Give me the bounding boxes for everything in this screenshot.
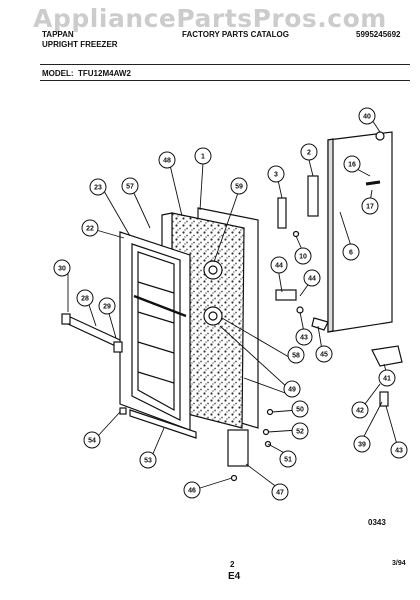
callout-16: 16: [348, 162, 356, 169]
callout-58: 53: [144, 458, 152, 465]
callout-57: 59: [235, 184, 243, 191]
callout-59: 54: [88, 438, 96, 445]
callout-6: 6: [349, 250, 353, 257]
callout-29: 29: [103, 304, 111, 311]
callout-28: 28: [81, 296, 89, 303]
callout-52: 50: [296, 407, 304, 414]
callout-49: 47: [276, 490, 284, 497]
callout-30: 30: [58, 266, 66, 273]
callout-circles: [53, 107, 408, 501]
callout-40: 40: [363, 114, 371, 121]
callout-3: 3: [274, 172, 278, 179]
callout-47: 45: [320, 352, 328, 359]
callout-17: 17: [366, 204, 374, 211]
door-foam-liner: [119, 207, 259, 439]
brand-name: TAPPAN: [42, 30, 74, 39]
callout-45: 43: [300, 335, 308, 342]
leader-lines: [67, 119, 399, 489]
section-code: E4: [228, 571, 241, 582]
callout-53: 51: [284, 457, 292, 464]
hinge-hardware: [119, 131, 403, 482]
callout-55: 57: [126, 184, 134, 191]
product-name: UPRIGHT FREEZER: [42, 40, 118, 49]
callout-43: 43: [395, 448, 403, 455]
callout-23: 23: [94, 185, 102, 192]
callout-51: 49: [288, 387, 296, 394]
callout-22: 22: [86, 226, 94, 233]
callout-46: 44: [275, 263, 283, 270]
callout-44: 44: [308, 276, 316, 283]
catalog-title: FACTORY PARTS CATALOG: [182, 30, 289, 39]
callout-41: 41: [383, 376, 391, 383]
callout-39: 39: [358, 442, 366, 449]
callout-10: 10: [299, 254, 307, 261]
callout-1: 1: [201, 154, 205, 161]
callout-50: 48: [163, 158, 171, 165]
page-number: 2: [230, 560, 235, 569]
callout-2: 2: [307, 150, 311, 157]
model-label: MODEL:: [42, 69, 74, 78]
diagram-code: 0343: [368, 518, 386, 527]
door-panel: [327, 131, 393, 333]
callout-48: 46: [188, 488, 196, 495]
callout-54: 52: [296, 429, 304, 436]
callout-42: 42: [356, 408, 364, 415]
header-rule-bottom: [40, 80, 410, 81]
model-number: TFU12M4AW2: [78, 69, 131, 78]
watermark: AppliancePartsPros.com: [33, 4, 387, 33]
revision-date: 3/94: [392, 560, 406, 567]
catalog-number: 5995245692: [356, 30, 401, 39]
callout-56: 58: [292, 353, 300, 360]
thermostat-dial: [203, 260, 223, 326]
shelf-bar: [61, 313, 123, 353]
header-rule-top: [40, 64, 410, 65]
